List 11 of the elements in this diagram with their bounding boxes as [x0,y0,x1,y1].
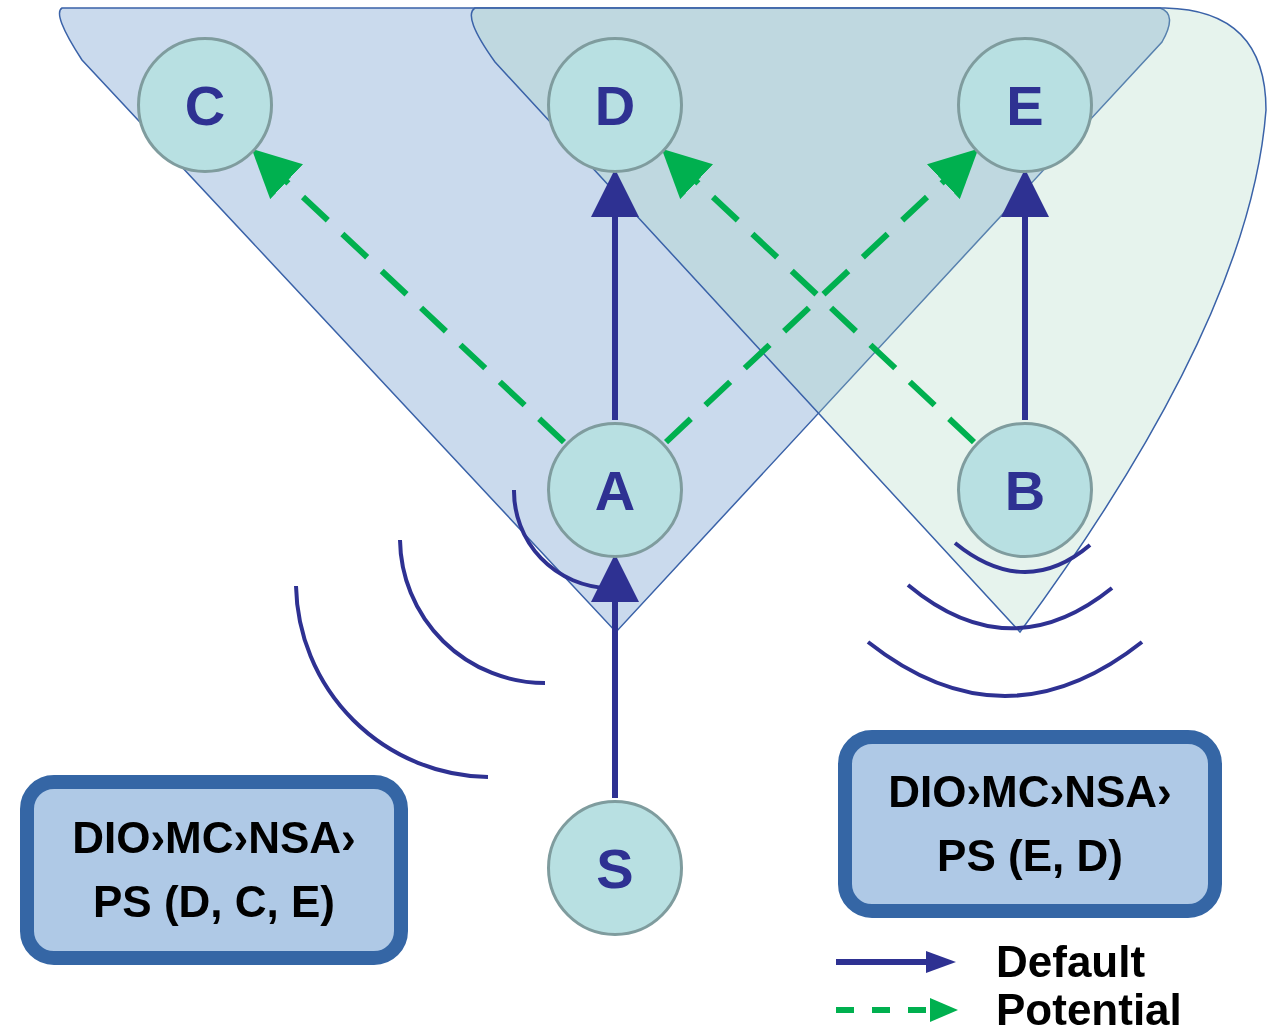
status-card: DIO›MC›NSA› PS (D, C, E) [20,775,408,965]
node-circle: D [547,37,683,173]
legend-label: Default [996,940,1146,984]
legend-label: Potential [996,988,1182,1032]
node-circle: S [547,800,683,936]
status-card: DIO›MC›NSA› PS (E, D) [838,730,1222,918]
node-circle: C [137,37,273,173]
arrow [251,148,567,445]
node-circle: A [547,422,683,558]
node-circle: E [957,37,1093,173]
node-circle: B [957,422,1093,558]
